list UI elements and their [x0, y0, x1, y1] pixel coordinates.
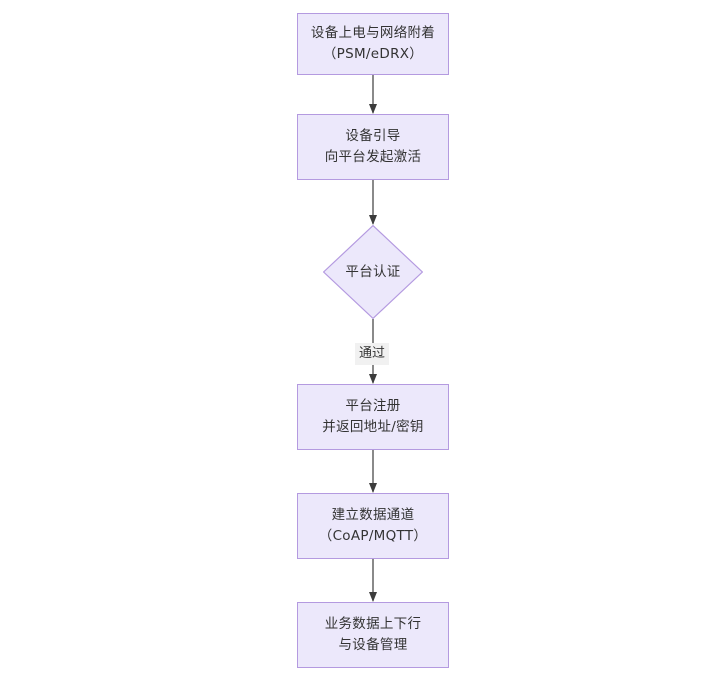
node-platform-register-line-1: 平台注册 — [345, 398, 401, 414]
node-power-on-line-1: 设备上电与网络附着 — [310, 25, 436, 41]
node-data-channel-line-1: 建立数据通道 — [331, 507, 415, 523]
node-service-data-line-1: 业务数据上下行 — [324, 616, 422, 632]
node-bootstrap[interactable]: 设备引导 向平台发起激活 — [297, 114, 449, 180]
node-service-data[interactable]: 业务数据上下行 与设备管理 — [297, 602, 449, 668]
node-service-data-line-2: 与设备管理 — [338, 637, 408, 653]
diamond-shape — [323, 225, 423, 319]
node-platform-auth[interactable]: 平台认证 — [323, 225, 423, 319]
node-bootstrap-line-1: 设备引导 — [345, 128, 401, 144]
node-data-channel[interactable]: 建立数据通道 （CoAP/MQTT） — [297, 493, 449, 559]
node-platform-register[interactable]: 平台注册 并返回地址/密钥 — [297, 384, 449, 450]
node-bootstrap-line-2: 向平台发起激活 — [324, 149, 422, 165]
node-power-on-line-2: （PSM/eDRX） — [322, 46, 424, 62]
edge-label-pass: 通过 — [355, 343, 390, 365]
node-data-channel-line-2: （CoAP/MQTT） — [318, 528, 428, 544]
node-power-on[interactable]: 设备上电与网络附着 （PSM/eDRX） — [297, 13, 449, 75]
node-platform-auth-label: 平台认证 — [345, 263, 401, 280]
node-platform-register-line-2: 并返回地址/密钥 — [322, 419, 424, 435]
